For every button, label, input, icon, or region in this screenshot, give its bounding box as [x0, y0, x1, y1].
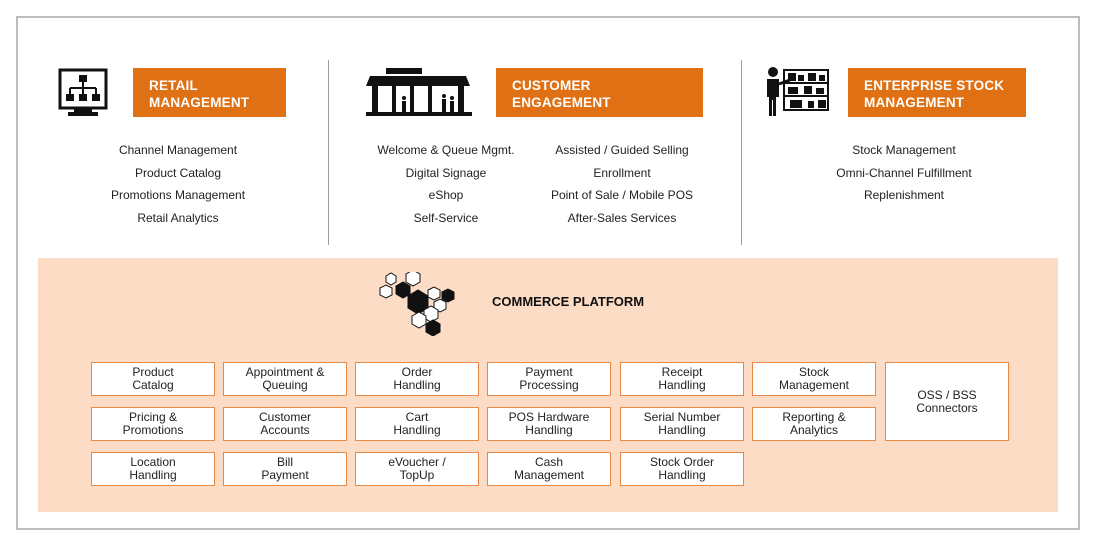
- banner-line: ENGAGEMENT: [512, 95, 611, 110]
- retail-management-banner: RETAIL MANAGEMENT: [133, 68, 286, 117]
- column-divider: [328, 60, 329, 245]
- customer-engagement-banner: CUSTOMER ENGAGEMENT: [496, 68, 703, 117]
- list-item: eShop: [428, 188, 464, 203]
- module-box: eVoucher / TopUp: [355, 452, 479, 486]
- list-item: Product Catalog: [134, 165, 222, 180]
- module-box: Customer Accounts: [223, 407, 347, 441]
- list-item: After-Sales Services: [567, 210, 677, 225]
- list-item: Channel Management: [118, 143, 238, 157]
- enterprise-stock-banner: ENTERPRISE STOCK MANAGEMENT: [848, 68, 1026, 117]
- warehouse-worker-icon: [767, 67, 829, 116]
- retail-management-items: Channel Management Product Catalog Promo…: [100, 139, 256, 229]
- list-item: Point of Sale / Mobile POS: [550, 188, 694, 203]
- oss-bss-connectors-box: OSS / BSS Connectors: [885, 362, 1009, 441]
- enterprise-stock-items: Stock Management Omni-Channel Fulfillmen…: [826, 139, 982, 207]
- list-item: Omni-Channel Fulfillment: [836, 165, 972, 180]
- banner-line: MANAGEMENT: [864, 95, 965, 110]
- storefront-icon: [366, 68, 472, 116]
- module-box: Cash Management: [487, 452, 611, 486]
- module-box: Stock Order Handling: [620, 452, 744, 486]
- banner-line: ENTERPRISE STOCK: [864, 78, 1005, 93]
- banner-line: MANAGEMENT: [149, 95, 250, 110]
- column-divider: [741, 60, 742, 245]
- module-box: Reporting & Analytics: [752, 407, 876, 441]
- list-item: Promotions Management: [110, 188, 246, 203]
- customer-engagement-items-left: Welcome & Queue Mgmt. Digital Signage eS…: [370, 139, 522, 229]
- diagram-frame: [16, 16, 1080, 530]
- module-box: Stock Management: [752, 362, 876, 396]
- module-box: Pricing & Promotions: [91, 407, 215, 441]
- module-box: Payment Processing: [487, 362, 611, 396]
- module-box: Location Handling: [91, 452, 215, 486]
- monitor-hierarchy-icon: [58, 68, 108, 116]
- banner-line: CUSTOMER: [512, 78, 591, 93]
- list-item: Retail Analytics: [137, 210, 219, 225]
- list-item: Assisted / Guided Selling: [555, 143, 689, 157]
- module-box: Serial Number Handling: [620, 407, 744, 441]
- list-item: Enrollment: [593, 165, 651, 180]
- banner-line: RETAIL: [149, 78, 198, 93]
- module-box: POS Hardware Handling: [487, 407, 611, 441]
- customer-engagement-items-right: Assisted / Guided Selling Enrollment Poi…: [542, 139, 702, 229]
- list-item: Digital Signage: [405, 165, 487, 180]
- platform-title: COMMERCE PLATFORM: [492, 294, 645, 309]
- list-item: Welcome & Queue Mgmt.: [377, 143, 515, 157]
- module-box: Cart Handling: [355, 407, 479, 441]
- list-item: Stock Management: [852, 143, 956, 157]
- module-box: Appointment & Queuing: [223, 362, 347, 396]
- module-box: Product Catalog: [91, 362, 215, 396]
- module-box: Receipt Handling: [620, 362, 744, 396]
- module-box: Order Handling: [355, 362, 479, 396]
- hexagon-cluster-icon: [379, 272, 455, 336]
- list-item: Self-Service: [413, 210, 479, 225]
- module-box: Bill Payment: [223, 452, 347, 486]
- list-item: Replenishment: [863, 188, 945, 203]
